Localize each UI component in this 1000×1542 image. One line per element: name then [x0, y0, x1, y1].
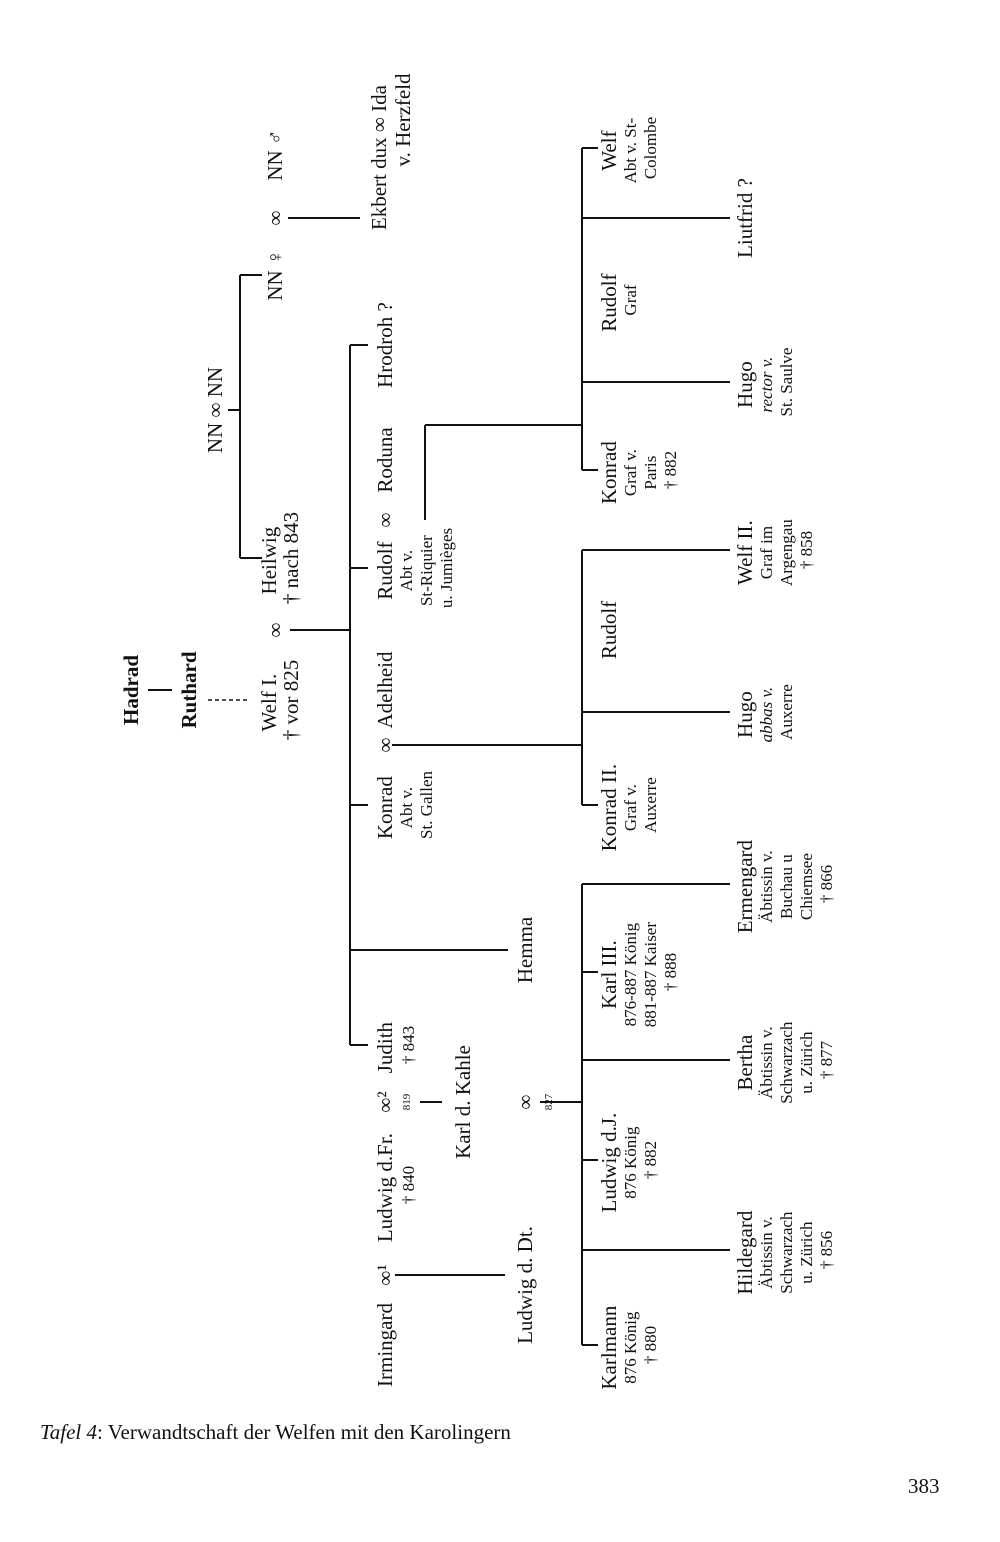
marriage-symbol: ∞: [373, 737, 397, 752]
person-irmingard: Irmingard: [373, 1303, 397, 1387]
person-ruthard: Ruthard: [177, 651, 201, 728]
figure-caption: Tafel 4: Verwandtschaft der Welfen mit d…: [40, 1420, 511, 1445]
person-rudolf-son: Rudolf: [597, 601, 621, 659]
person-hadrad: Hadrad: [119, 655, 143, 725]
person-rudolf-abbot: Rudolf Abt v. St-Riquier u. Jumièges: [373, 528, 456, 608]
person-adelheid: Adelheid: [373, 651, 397, 728]
person-bertha: Bertha Äbtissin v. Schwarzach u. Zürich …: [733, 1016, 836, 1103]
person-rudolf-graf: Rudolf Graf: [597, 268, 640, 332]
person-karl-3: Karl III. 876-887 König 881-887 Kaiser †…: [597, 917, 680, 1028]
person-nn-male: NN ♂: [263, 129, 287, 180]
page-number: 383: [908, 1474, 940, 1498]
marriage-year: 827: [543, 1093, 555, 1110]
person-hugo-rector: Hugo rector v. St. Saulve: [733, 348, 796, 417]
person-nn-couple: NN ∞ NN: [203, 367, 227, 453]
person-liutfrid: Liutfrid ?: [733, 178, 757, 258]
person-karlmann: Karlmann 876 König † 880: [597, 1300, 660, 1389]
person-hugo-abbas: Hugo abbas v. Auxerre: [733, 682, 796, 743]
person-roduna: Roduna: [373, 427, 397, 493]
caption-label: Tafel 4: [40, 1420, 97, 1444]
person-ekbert-ida: Ekbert dux ∞ Ida v. Herzfeld: [367, 73, 415, 230]
person-ermengard: Ermengard Äbtissin v. Buchau u Chiemsee …: [733, 835, 836, 934]
marriage-symbol: ∞¹: [373, 1264, 397, 1285]
marriage-symbol: ∞: [263, 210, 287, 225]
person-judith: Judith † 843: [373, 1017, 418, 1074]
connector-lines: [148, 147, 730, 1346]
person-konrad-2: Konrad II. Graf v. Auxerre: [597, 759, 660, 852]
marriage-symbol: ∞: [263, 622, 287, 637]
person-ludwig-deutsch: Ludwig d. Dt.: [513, 1226, 537, 1344]
person-welf-2: Welf II. Graf im Argengau † 858: [733, 514, 816, 586]
person-ludwig-fromm: Ludwig d.Fr. † 840: [373, 1128, 418, 1242]
person-hrodroh: Hrodroh ?: [373, 302, 397, 388]
person-heilwig: Heilwig † nach 843: [257, 512, 303, 604]
person-nn-female: NN ♀: [263, 249, 287, 300]
person-karl-kahle: Karl d. Kahle: [451, 1045, 475, 1159]
person-ludwig-jung: Ludwig d.J. 876 König † 882: [597, 1108, 660, 1213]
person-konrad-paris: Konrad Graf v. Paris † 882: [597, 436, 680, 504]
person-welf-abbot: Welf Abt v. St- Colombe: [597, 113, 660, 184]
marriage-symbol: ∞: [513, 1094, 537, 1109]
marriage-symbol: ∞²: [373, 1091, 397, 1112]
marriage-symbol: ∞: [373, 512, 397, 527]
person-hemma: Hemma: [513, 916, 537, 983]
marriage-year: 819: [401, 1093, 413, 1110]
person-hildegard: Hildegard Äbtissin v. Schwarzach u. Züri…: [733, 1205, 836, 1294]
caption-text: : Verwandtschaft der Welfen mit den Karo…: [97, 1420, 511, 1444]
person-welf-1: Welf I. † vor 825: [257, 660, 303, 741]
person-labels: Hadrad Ruthard NN ∞ NN Welf I. † vor 825…: [119, 73, 836, 1390]
person-konrad: Konrad Abt v. St. Gallen: [373, 771, 436, 840]
